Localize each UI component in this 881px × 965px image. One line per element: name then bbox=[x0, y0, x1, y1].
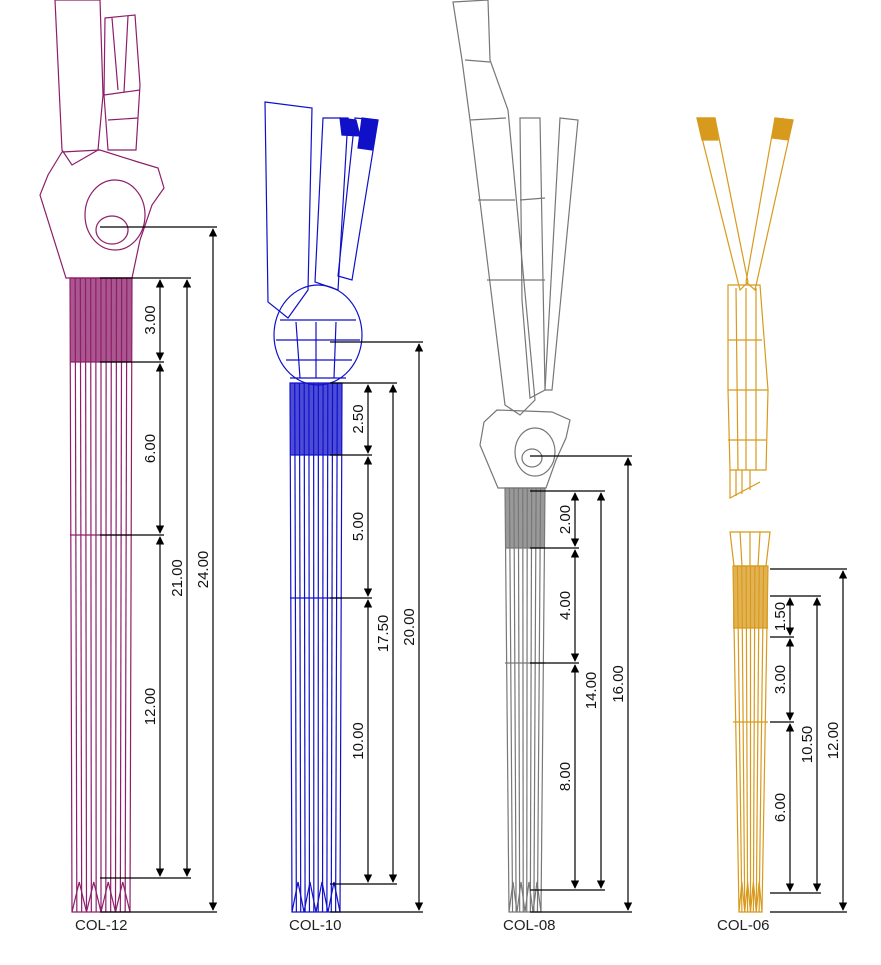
dim-col08-c: 8.00 bbox=[557, 762, 574, 791]
dim-col06-total: 10.50 bbox=[799, 726, 816, 764]
dim-col10-b: 5.00 bbox=[350, 512, 367, 541]
shaft-flute bbox=[120, 278, 121, 912]
shaft-base bbox=[292, 882, 340, 912]
shaft-flute bbox=[91, 278, 92, 912]
col-12-shaft bbox=[70, 278, 132, 912]
shaft-flute bbox=[116, 278, 117, 912]
shaft-flute bbox=[509, 488, 512, 912]
shaft-base bbox=[509, 882, 541, 912]
shaft-top-band bbox=[290, 383, 342, 455]
shaft-flute bbox=[323, 383, 324, 912]
dim-col12-overall: 24.00 bbox=[195, 551, 212, 589]
shaft-flute bbox=[75, 278, 77, 912]
shaft-flute bbox=[530, 488, 531, 912]
shaft-flute bbox=[295, 383, 297, 912]
dim-col12-b: 6.00 bbox=[142, 434, 159, 463]
label-col-08: COL-08 bbox=[503, 917, 556, 934]
label-col-06: COL-06 bbox=[717, 917, 770, 934]
dim-col08-total: 14.00 bbox=[583, 672, 600, 710]
shaft-top-band bbox=[70, 278, 132, 362]
shaft-flute bbox=[331, 383, 332, 912]
shaft-flute bbox=[518, 488, 519, 912]
dim-col06-overall: 12.00 bbox=[825, 722, 842, 760]
col-08-upper-limb bbox=[453, 0, 578, 415]
col-06-upper-limb bbox=[697, 118, 793, 498]
dim-col10-total: 17.50 bbox=[375, 615, 392, 653]
shaft-flute bbox=[327, 383, 328, 912]
col-10-joint bbox=[274, 285, 362, 385]
col-08-shaft bbox=[505, 488, 545, 912]
shaft-flute bbox=[304, 383, 305, 912]
label-col-12: COL-12 bbox=[75, 917, 128, 934]
col-12-upper-limb bbox=[55, 0, 140, 165]
shaft-flute bbox=[514, 488, 516, 912]
shaft-flute bbox=[309, 383, 310, 912]
dim-col12-c: 12.00 bbox=[142, 688, 159, 726]
dim-col06-c: 6.00 bbox=[772, 793, 789, 822]
shaft-outline bbox=[290, 383, 342, 912]
dim-col08-b: 4.00 bbox=[557, 591, 574, 620]
shaft-flute bbox=[537, 488, 540, 912]
shaft-top-band bbox=[505, 488, 545, 548]
shaft-flute bbox=[86, 278, 87, 912]
label-col-10: COL-10 bbox=[289, 917, 342, 934]
dim-col10-overall: 20.00 bbox=[401, 608, 418, 646]
dim-col12-total: 21.00 bbox=[169, 559, 186, 597]
dim-col06-b: 3.00 bbox=[772, 665, 789, 694]
dim-col10-c: 10.00 bbox=[350, 722, 367, 760]
shaft-flute bbox=[80, 278, 81, 912]
col-08-joint bbox=[480, 410, 570, 488]
dim-col08-overall: 16.00 bbox=[610, 665, 627, 703]
col-10-shaft bbox=[290, 383, 342, 912]
shaft-flute bbox=[336, 383, 338, 912]
col-12-joint bbox=[40, 150, 164, 278]
shaft-flute bbox=[299, 383, 300, 912]
shaft-flute bbox=[125, 278, 127, 912]
col-06-shaft bbox=[733, 566, 768, 912]
shaft-flute bbox=[534, 488, 536, 912]
shaft-top-band bbox=[733, 566, 768, 628]
shaft-flute bbox=[111, 278, 112, 912]
dim-col06-a: 1.50 bbox=[772, 602, 789, 631]
dim-col10-a: 2.50 bbox=[350, 404, 367, 433]
column-col-10 bbox=[265, 102, 378, 912]
col-06-capital bbox=[730, 532, 770, 566]
dim-col08-a: 2.00 bbox=[557, 505, 574, 534]
dim-col12-a: 3.00 bbox=[142, 305, 159, 334]
